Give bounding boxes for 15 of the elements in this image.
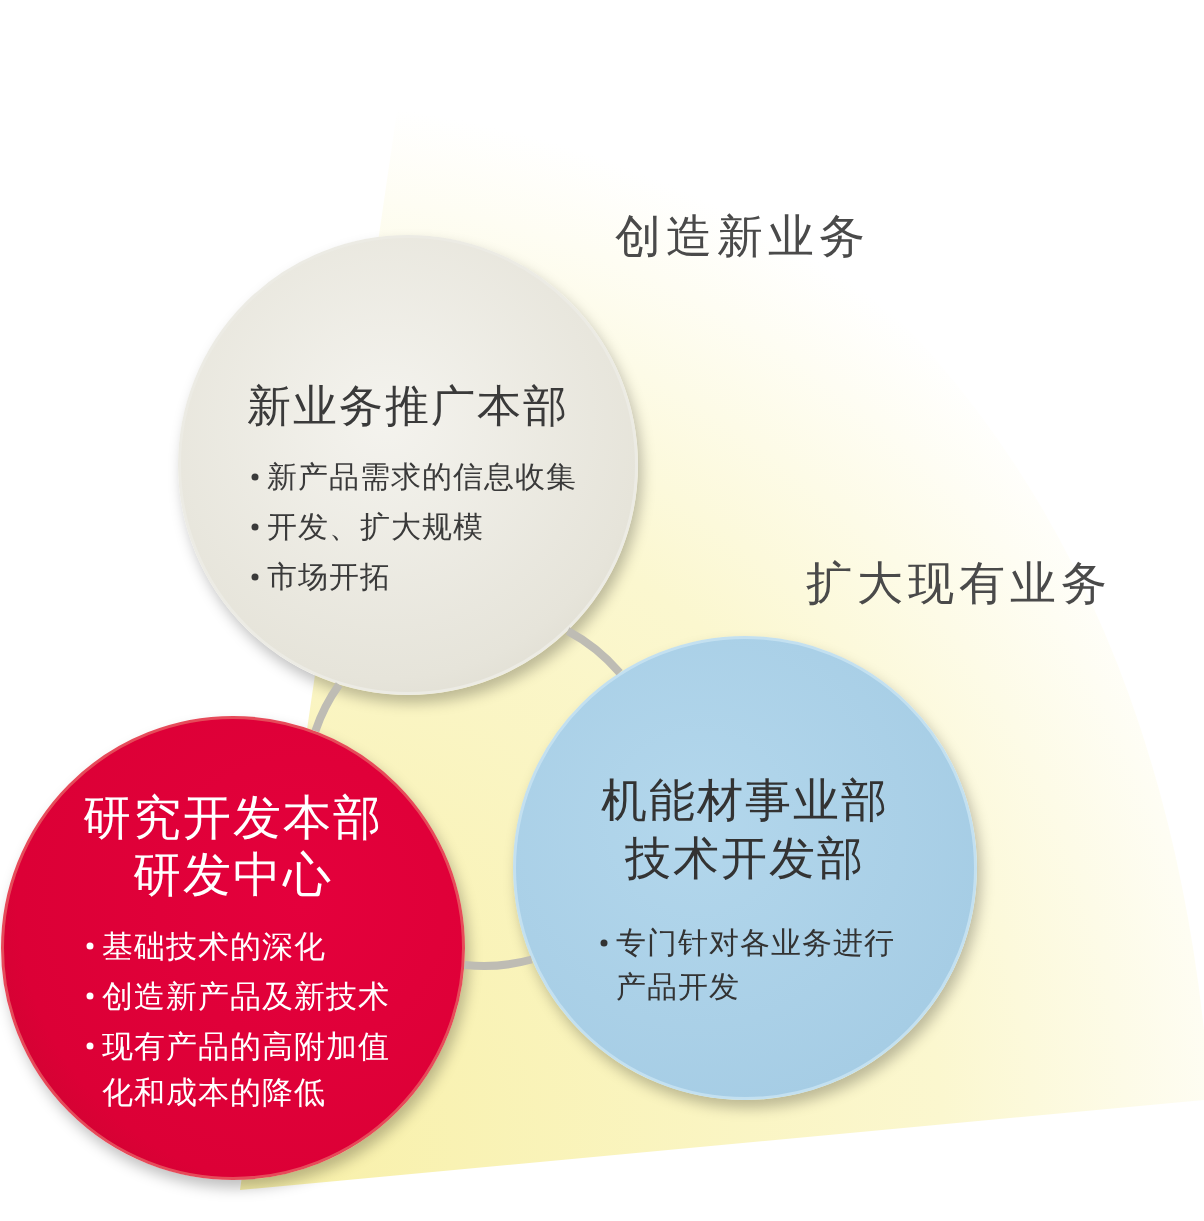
department-title: 机能材事业部技术开发部 [600,772,890,887]
bullet-item: 现有产品的高附加值化和成本的降低 [102,1027,391,1112]
bullet-item: 新产品需求的信息收集 [267,458,578,496]
bullet-item: 基础技术的深化 [102,927,327,966]
bullet-item: 市场开拓 [267,558,392,596]
department-title: 研究开发本部研发中心 [82,789,384,903]
connector-arc [311,682,343,733]
area-label: 创造新业务 [615,208,870,265]
connector-arc [464,955,533,970]
bullet-item: 开发、扩大规模 [267,508,485,546]
connector-arc [565,627,623,676]
area-label: 扩大现有业务 [806,555,1112,612]
bullet-item: 专门针对各业务进行产品开发 [616,924,896,1006]
department-title: 新业务推广本部 [247,379,569,433]
bullet-item: 创造新产品及新技术 [102,977,391,1016]
